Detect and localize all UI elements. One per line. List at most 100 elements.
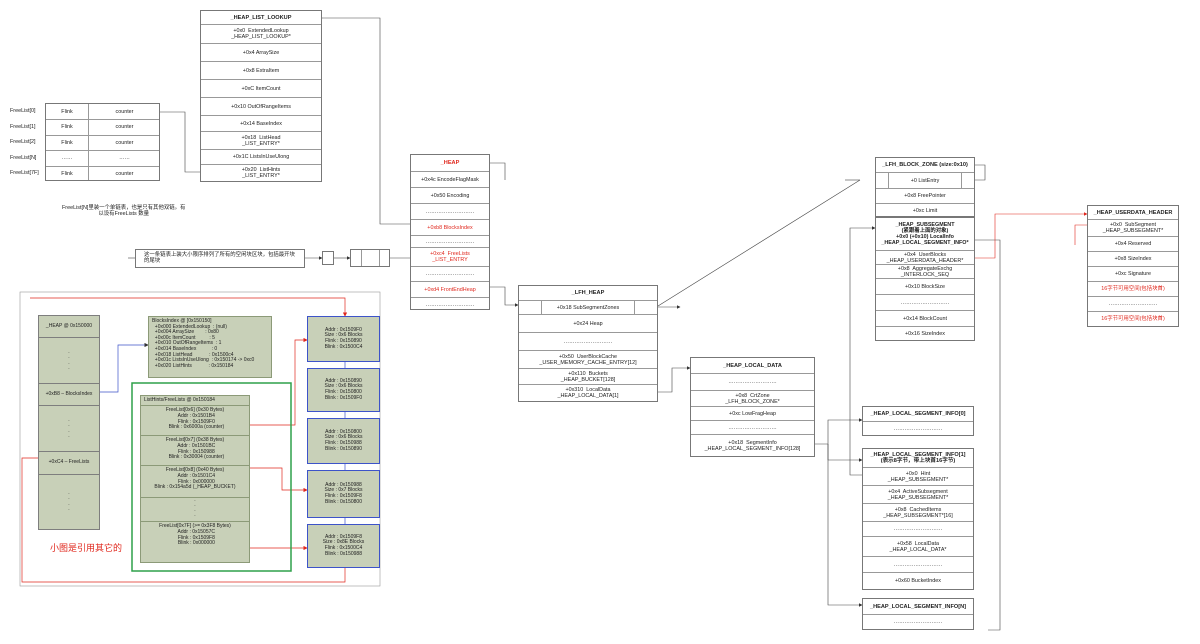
- subsegment-row: +0x4 UserBlocks _HEAP_USERDATA_HEADER*: [876, 250, 974, 264]
- userdata-header-title: _HEAP_USERDATA_HEADER: [1093, 209, 1173, 216]
- freelist-label: FreeList[7F]: [10, 170, 39, 176]
- local-data-row: +0x18 SegmentInfo _HEAP_LOCAL_SEGMENT_IN…: [691, 434, 814, 456]
- mini-listhint-entry: FreeList[0x7] (0x38 Bytes) Addr : 0x1501…: [141, 436, 249, 466]
- segment-info-row: +0x4 ActiveSubsegment _HEAP_SUBSEGMENT*: [863, 485, 973, 503]
- lfh-block-zone-table: _LFH_BLOCK_ZONE (size:0x10) +0 ListEntry…: [875, 157, 975, 217]
- lookup-row: +0x4 ArraySize: [201, 43, 321, 61]
- heap-row: +0xc4 FreeLists _LIST_ENTRY: [411, 247, 489, 266]
- mini-chunk: Addr : 0x150800 Size : 0x6 Blocks Flink …: [307, 418, 380, 464]
- lfh-block-zone-title: _LFH_BLOCK_ZONE (size:0x10): [882, 162, 968, 168]
- lookup-row: +0x18 ListHead _LIST_ENTRY*: [201, 131, 321, 149]
- heap-row: +0x4c EncodeFlagMask: [411, 171, 489, 187]
- heap-list-lookup-title: _HEAP_LIST_LOOKUP: [230, 14, 292, 21]
- lfh-heap-row: +0x110 Buckets _HEAP_BUCKET[128]: [519, 368, 657, 384]
- chain-note: 这一条链表上装大小限序排列了所有的空闲块区块，包括最开块 的尾块: [144, 252, 295, 264]
- segment-info-row: +0x8 CachedItems _HEAP_SUBSEGMENT*[16]: [863, 503, 973, 521]
- mini-listhints-title: ListHints/FreeLists @ 0x150184: [141, 396, 249, 406]
- subsegment-row: _HEAP_SUBSEGMENT (紧跟着上面的对象) +0x0 (+0x10)…: [881, 222, 969, 246]
- local-data-row: ………………………: [691, 373, 814, 390]
- subsegment-row: +0x14 BlockCount: [876, 310, 974, 326]
- segment-info-1-table: _HEAP_LOCAL_SEGMENT_INFO[1] (表示8字节，带上块首1…: [862, 448, 974, 590]
- lfh-heap-title: _LFH_HEAP: [571, 290, 605, 296]
- heap-row: ………………………: [411, 297, 489, 311]
- mini-listhint-entry: FreeList[0x6] (0x30 Bytes) Addr : 0x1501…: [141, 406, 249, 436]
- counter-cell: counter: [115, 124, 134, 130]
- segment-info-row: +0x0 Hint _HEAP_SUBSEGMENT*: [863, 467, 973, 485]
- counter-cell: counter: [115, 108, 134, 115]
- mini-freelists-label: +0xC4 – FreeLists: [39, 451, 99, 475]
- lfh-heap-row-text: +0x18 SubSegmentZones: [556, 304, 620, 311]
- mini-chunk: Addr : 0x150988 Size : 0x7 Blocks Flink …: [307, 470, 380, 518]
- heap-row: ………………………: [411, 235, 489, 247]
- userdata-row: +0xc Signature: [1088, 266, 1178, 281]
- freelist-label: FreeList[2]: [10, 139, 36, 145]
- lfh-heap-row: ………………………: [519, 332, 657, 350]
- mini-chunk: Addr : 0x150890 Size : 0x6 Blocks Flink …: [307, 368, 380, 412]
- segment-info-1-title: _HEAP_LOCAL_SEGMENT_INFO[1] (表示8字节，带上块首1…: [870, 452, 966, 464]
- userdata-row: 16字节可用空间(包括块首): [1088, 281, 1178, 296]
- segment-info-n-title: _HEAP_LOCAL_SEGMENT_INFO[N]: [869, 603, 967, 610]
- lfh-heap-table: _LFH_HEAP +0x18 SubSegmentZones +0x24 He…: [518, 285, 658, 402]
- subsegment-row: +0x16 SizeIndex: [876, 326, 974, 340]
- mini-chunk: Addr : 0x1509F0 Size : 0x6 Blocks Flink …: [307, 316, 380, 362]
- segment-info-row: ………………………: [863, 521, 973, 536]
- flink-cell: Flink: [61, 124, 73, 130]
- mini-listhint-entry: FreeList[0x8] (0x40 Bytes) Addr : 0x1501…: [141, 466, 249, 498]
- freelist-grid: Flink counter Flink counter Flink counte…: [45, 103, 160, 181]
- local-data-row: +0x8 CrtZone _LFH_BLOCK_ZONE*: [691, 390, 814, 406]
- subsegment-row: +0x8 AggregateExchg _INTERLOCK_SEQ: [876, 264, 974, 278]
- chain-cell: [322, 251, 334, 265]
- block-zone-row: +0x8 FreePointer: [876, 188, 974, 203]
- mini-heap-column: _HEAP @ 0x150000 . . . . +0xB8 – BlocksI…: [38, 315, 100, 530]
- lfh-heap-row: +0x310 LocalData _HEAP_LOCAL_DATA[1]: [519, 384, 657, 401]
- chain-cell: [350, 249, 390, 267]
- chain-note-box: 这一条链表上装大小限序排列了所有的空闲块区块，包括最开块 的尾块: [135, 249, 305, 268]
- freelist-label: FreeList[0]: [10, 108, 36, 114]
- counter-cell: counter: [115, 171, 134, 177]
- mini-blocksindex-label: +0xB8 – BlocksIndex: [39, 383, 99, 407]
- counter-cell: ……: [119, 155, 130, 161]
- block-zone-row: +0xc Limit: [876, 203, 974, 218]
- lookup-row: +0x1C ListsInUseUlong: [201, 149, 321, 164]
- mini-heap-dots: . . . .: [68, 489, 70, 513]
- flink-cell: ……: [61, 155, 73, 161]
- lookup-row: +0x20 ListHints _LIST_ENTRY*: [201, 164, 321, 181]
- segment-info-row: ………………………: [863, 614, 973, 629]
- mini-heap-dots: . . . .: [68, 348, 70, 372]
- lfh-heap-row: +0x50 UserBlockCache _USER_MEMORY_CACHE_…: [519, 350, 657, 368]
- local-data-row: ………………………: [691, 420, 814, 434]
- userdata-row: +0x8 SizeIndex: [1088, 251, 1178, 266]
- lfh-heap-row: +0x24 Heap: [519, 314, 657, 332]
- lfh-heap-row: +0x18 SubSegmentZones: [519, 300, 657, 314]
- mini-heap-label: _HEAP @ 0x150000: [39, 316, 99, 339]
- heap-row: ………………………: [411, 203, 489, 219]
- mini-listhints-panel: ListHints/FreeLists @ 0x150184 FreeList[…: [140, 395, 250, 563]
- block-zone-row-text: +0 ListEntry: [910, 177, 940, 184]
- segment-info-row: ………………………: [863, 421, 973, 435]
- heap-title: _HEAP: [440, 160, 460, 166]
- lookup-row: +0x10 OutOfRangeItems: [201, 97, 321, 115]
- lookup-row: +0xC ItemCount: [201, 79, 321, 97]
- freelist-label: FreeList[1]: [10, 124, 36, 130]
- local-data-row: +0xc LowFragHeap: [691, 406, 814, 420]
- lookup-row: +0x14 BaseIndex: [201, 115, 321, 131]
- subsegment-row: +0x10 BlockSize: [876, 278, 974, 294]
- counter-cell: counter: [115, 139, 134, 146]
- lookup-row: +0x8 ExtraItem: [201, 61, 321, 79]
- userdata-row: 16字节可用空间(包括块首): [1088, 311, 1178, 326]
- mini-chunk: Addr : 0x1509F8 Size : 0x8E Blocks Flink…: [307, 524, 380, 568]
- freelist-note: FreeList[N]里装一个单链表，也是只有其他双链。有 以设有FreeLis…: [62, 205, 186, 217]
- mini-listhint-dots: . . . .: [141, 498, 249, 522]
- mini-caption: 小图是引用其它的: [50, 544, 123, 554]
- mini-blocksindex-box: BlocksIndex @ [0x150150] +0x000 Extended…: [148, 316, 272, 378]
- flink-cell: Flink: [61, 171, 73, 177]
- heap-row: +0xb8 BlocksIndex: [411, 219, 489, 235]
- lookup-row: +0x0 ExtendedLookup _HEAP_LIST_LOOKUP*: [201, 24, 321, 43]
- heap-table: _HEAP +0x4c EncodeFlagMask +0x50 Encodin…: [410, 154, 490, 310]
- flink-cell: Flink: [61, 139, 73, 146]
- mini-heap-dots: . . . .: [68, 416, 70, 440]
- segment-info-0-table: _HEAP_LOCAL_SEGMENT_INFO[0] ………………………: [862, 406, 974, 436]
- heap-row: +0x50 Encoding: [411, 187, 489, 203]
- heap-row: +0xd4 FrontEndHeap: [411, 281, 489, 297]
